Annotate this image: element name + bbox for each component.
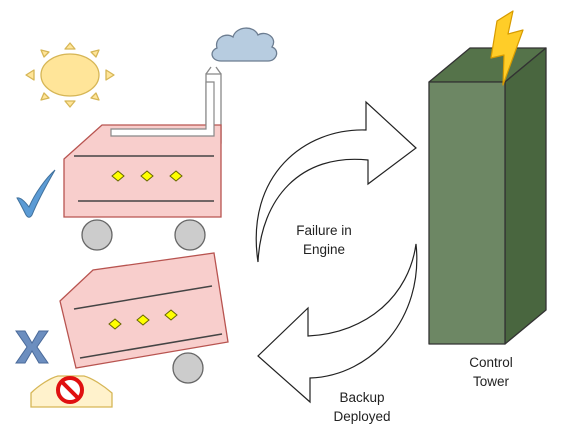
warning-no-entry-icon — [30, 375, 113, 408]
x-mark-icon — [15, 330, 49, 364]
lightning-icon — [490, 10, 524, 86]
sun-icon — [25, 42, 115, 108]
vehicle-failed — [59, 252, 229, 384]
control-tower-label: Control Tower — [469, 355, 513, 389]
control-tower — [428, 47, 547, 345]
backup-deployed-label: Backup Deployed — [333, 390, 391, 424]
arrow-failure-to-tower — [255, 100, 417, 263]
vehicle-operational — [63, 81, 222, 251]
failure-in-engine-label: Failure in Engine — [296, 223, 352, 257]
cloud-icon — [211, 27, 278, 62]
checkmark-icon — [16, 169, 56, 218]
arrow-backup-to-vehicle — [257, 243, 418, 404]
